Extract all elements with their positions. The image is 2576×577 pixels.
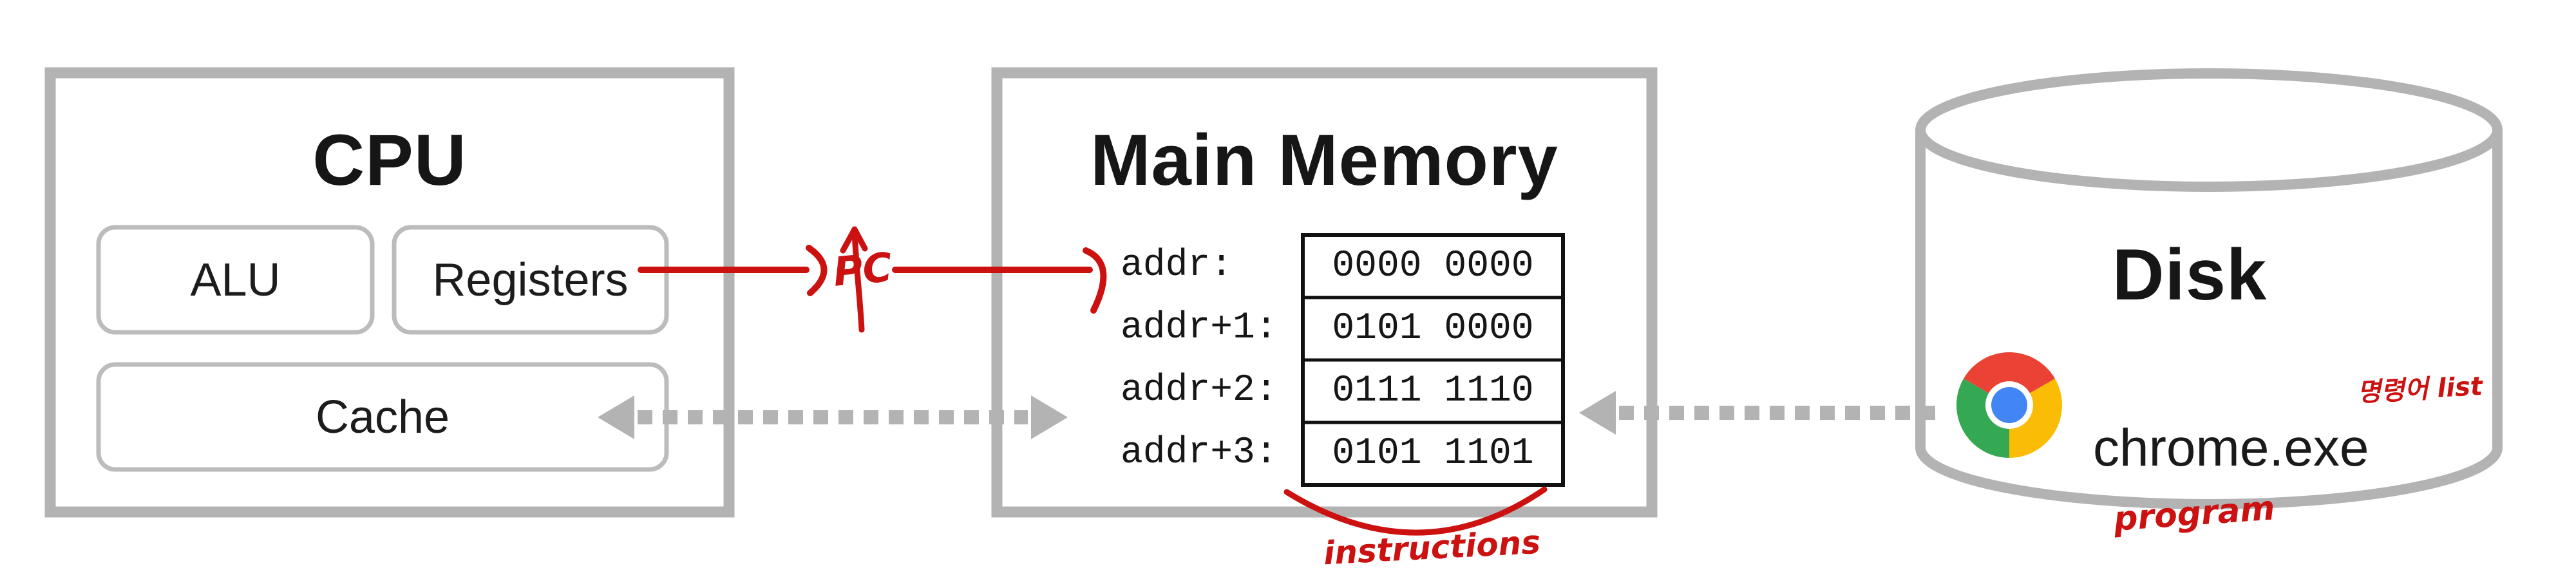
pc-pointer-arrowhead: [840, 226, 868, 254]
cpu-title: CPU: [312, 120, 467, 200]
memory-table: [1301, 233, 1565, 487]
disk-cylinder: [1915, 68, 2503, 509]
registers-box: [392, 225, 669, 335]
double-headed-dotted-arrow-icon: [598, 395, 1068, 439]
instruction-list-korean-annotation: 명령어 list: [2356, 371, 2483, 408]
memory-addr-label: addr+1:: [1121, 307, 1278, 349]
alu-box: [96, 225, 375, 335]
disk-title: Disk: [2112, 234, 2268, 315]
red-arrowhead-mid: [806, 245, 828, 296]
red-arrowhead-end: [1083, 247, 1107, 314]
registers-label: Registers: [432, 254, 629, 306]
memory-cell-value: 0000 0000: [1332, 245, 1534, 287]
memory-addr-label: addr:: [1121, 245, 1233, 287]
memory-cell-value: 0111 1110: [1332, 370, 1534, 412]
instructions-brace-arc: [1283, 486, 1548, 536]
memory-cell-value: 0101 1101: [1332, 433, 1534, 475]
pc-annotation: PC: [831, 243, 894, 296]
arrowhead-left: [1579, 391, 1616, 435]
pc-pointer-arrow-stem: [851, 230, 865, 333]
disk-cylinder-body: [1915, 130, 2503, 509]
disk-cylinder-top: [1915, 68, 2503, 192]
left-dotted-arrow-icon: [1579, 391, 1935, 435]
memory-addr-label: addr+2:: [1121, 370, 1278, 411]
arrowhead-left: [598, 395, 634, 439]
disk-file-label: chrome.exe: [2093, 419, 2369, 477]
cache-label: Cache: [315, 391, 450, 443]
red-annotation-arrow-icon: [638, 226, 1107, 333]
memory-addr-label: addr+3:: [1121, 432, 1278, 474]
main-memory-title: Main Memory: [1090, 120, 1558, 200]
memory-cell-value: 0101 0000: [1332, 308, 1534, 350]
alu-label: ALU: [190, 254, 281, 306]
chrome-logo-icon: [1956, 352, 2062, 458]
arrowhead-right: [1031, 395, 1068, 439]
